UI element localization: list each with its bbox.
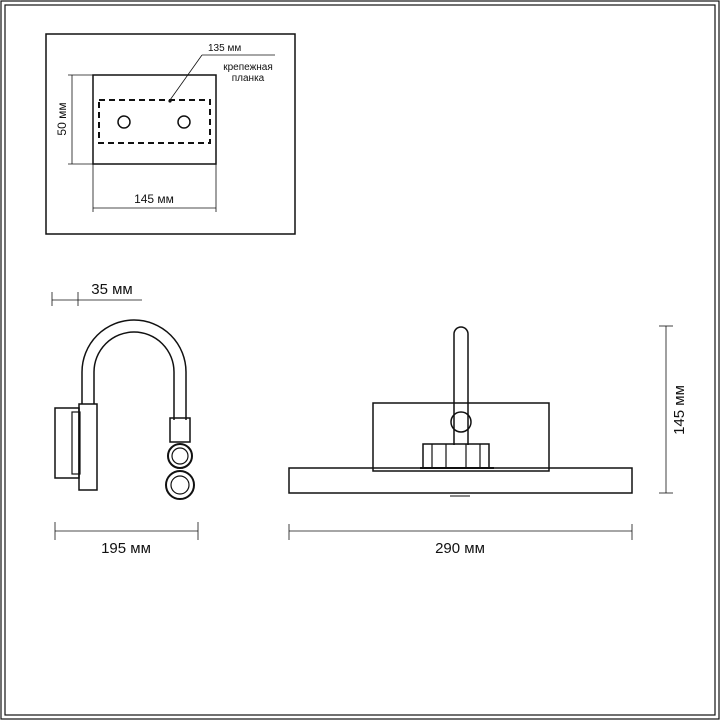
lamp-head-upper — [167, 443, 193, 469]
screw-hole-right — [177, 115, 191, 129]
screw-hole-left — [117, 115, 131, 129]
lamp-shade-bar — [288, 467, 633, 494]
wall-mount-inner — [71, 411, 81, 475]
mount-label-line1: крепежная — [223, 62, 273, 73]
arm-joint — [450, 411, 472, 433]
side-depth-label: 35 мм — [91, 281, 132, 298]
arm-collar — [169, 417, 191, 443]
side-width-label: 195 мм — [101, 540, 151, 557]
lamp-head-lower-inner — [170, 475, 190, 495]
wall-backplate-front — [372, 402, 550, 472]
arm-outer-curve — [81, 319, 187, 420]
wall-mount-block — [54, 407, 80, 479]
inner-frame — [4, 4, 716, 716]
front-view: 290 мм 145 мм — [288, 325, 688, 557]
arm-inner-curve — [93, 331, 175, 420]
top-length-label: 135 мм — [208, 43, 241, 54]
mounting-bar-dashed — [98, 99, 211, 144]
mount-label-line2: планка — [232, 73, 265, 84]
arm-front — [453, 326, 469, 445]
inset-width-label: 145 мм — [134, 192, 174, 206]
leader-line-135-diagonal — [169, 54, 203, 101]
wall-backplate-side — [78, 403, 98, 491]
inset-height-label: 50 мм — [55, 102, 69, 135]
side-view: 35 мм 195 мм — [51, 281, 199, 557]
lamp-head-lower — [165, 470, 195, 500]
front-width-label: 290 мм — [435, 540, 485, 557]
hex-holder — [422, 443, 490, 469]
backplate-outline — [92, 74, 217, 165]
lamp-head-upper-inner — [171, 447, 189, 465]
inset-border — [45, 33, 296, 235]
leader-dot — [168, 99, 172, 103]
mounting-plate-inset: 135 мм крепежная планка 50 мм 145 мм — [45, 33, 296, 235]
front-height-label: 145 мм — [671, 385, 688, 435]
